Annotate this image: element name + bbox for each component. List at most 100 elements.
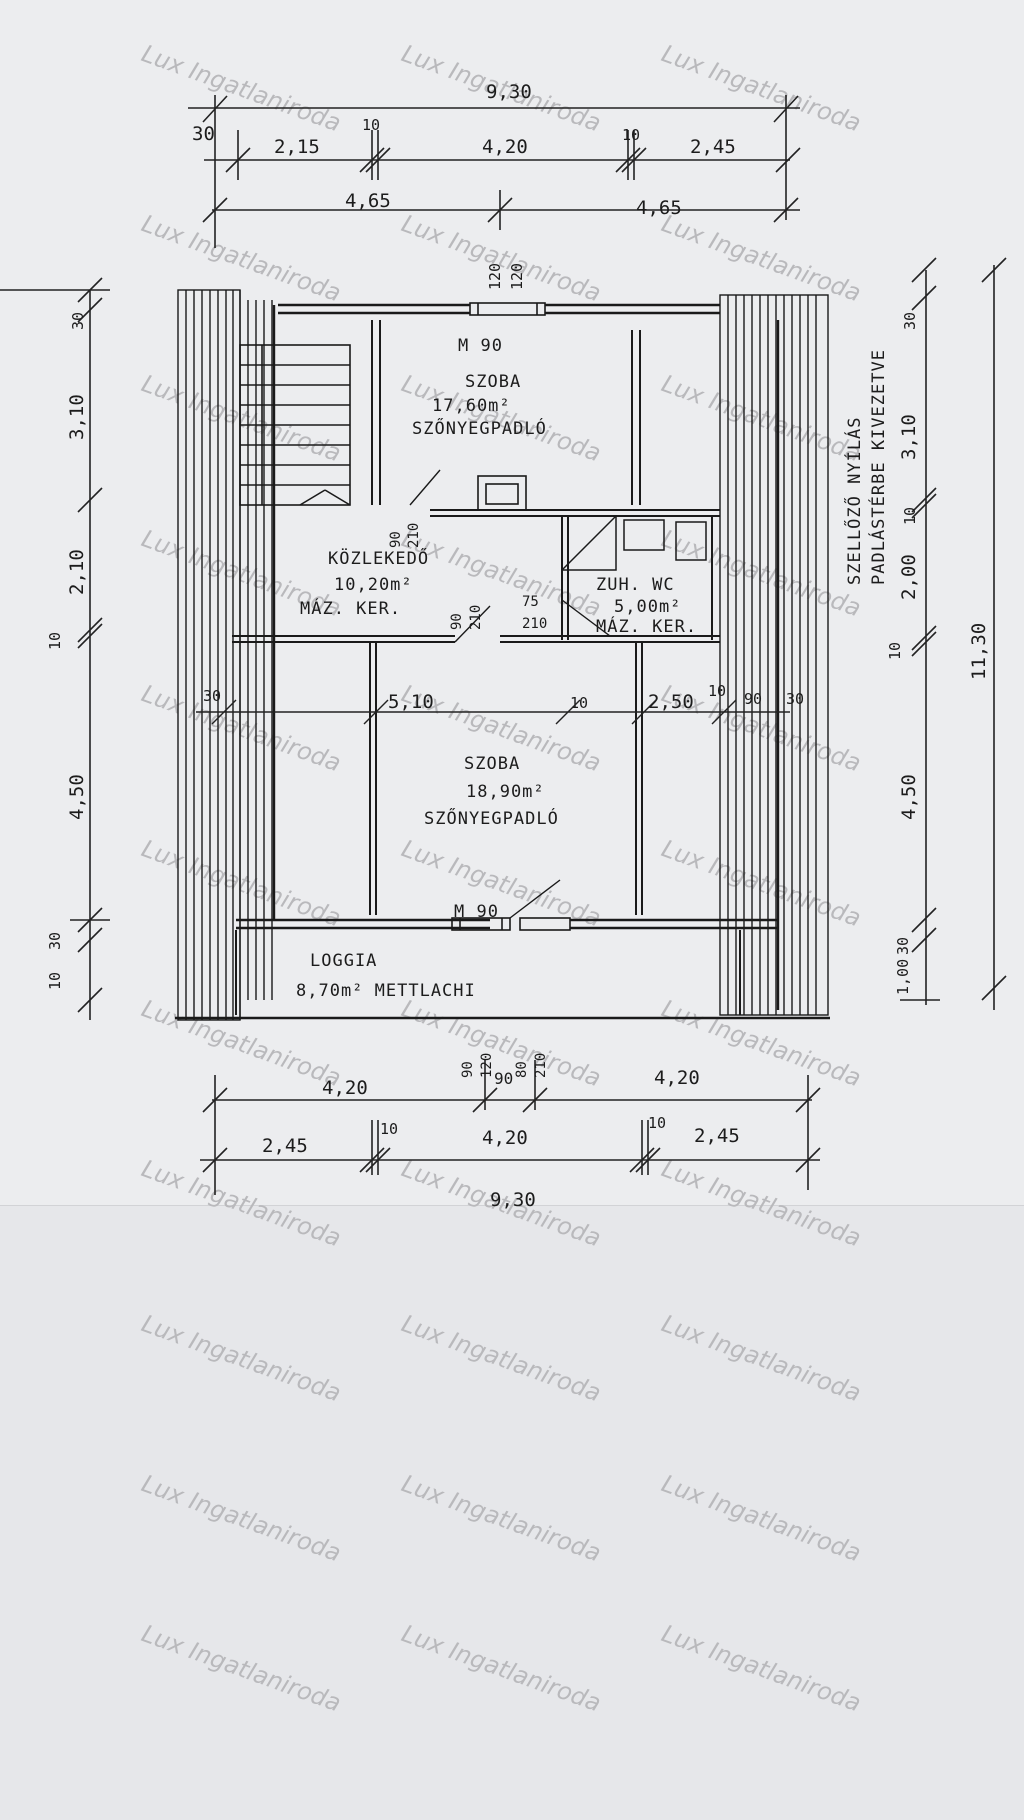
dim-left-2: 3,10 bbox=[66, 394, 88, 440]
watermark-text: Lux Ingatlaniroda bbox=[398, 1619, 605, 1717]
watermark-text: Lux Ingatlaniroda bbox=[138, 834, 345, 932]
dim-bottom-seg-1: 2,45 bbox=[262, 1135, 308, 1157]
left-dimension-line bbox=[0, 277, 110, 1020]
dim-top-segment-1: 2,15 bbox=[274, 136, 320, 158]
watermark-text: Lux Ingatlaniroda bbox=[398, 524, 605, 622]
bathroom-fixtures bbox=[561, 515, 707, 571]
dim-total-top: 9,30 bbox=[486, 81, 532, 103]
window-top-label: M 90 bbox=[458, 336, 503, 356]
dim-bottom-partition-1: 10 bbox=[380, 1120, 398, 1138]
watermark-text: Lux Ingatlaniroda bbox=[138, 994, 345, 1092]
dim-left-1: 30 bbox=[69, 312, 87, 330]
dim-inner-right-3: 30 bbox=[786, 690, 804, 708]
watermark-text: Lux Ingatlaniroda bbox=[138, 209, 345, 307]
watermark-text: Lux Ingatlaniroda bbox=[658, 209, 865, 307]
dim-door-hall-h: 210 bbox=[468, 605, 484, 630]
dim-bottom-door-2: 120 bbox=[479, 1053, 495, 1078]
dim-right-4: 2,00 bbox=[898, 554, 920, 600]
dim-top-segment-3: 2,45 bbox=[690, 136, 736, 158]
dim-left-6: 30 bbox=[46, 932, 64, 950]
watermark-text: Lux Ingatlaniroda bbox=[398, 209, 605, 307]
watermark-text: Lux Ingatlaniroda bbox=[398, 1469, 605, 1567]
dim-top-half-left: 4,65 bbox=[345, 190, 391, 212]
room-hall-area: 10,20m² bbox=[334, 575, 413, 595]
watermark-text: Lux Ingatlaniroda bbox=[658, 1469, 865, 1567]
window-bottom bbox=[451, 917, 571, 931]
room-bath-area: 5,00m² bbox=[614, 597, 681, 617]
dim-window-top-2: 120 bbox=[508, 263, 526, 290]
dim-left-5: 4,50 bbox=[66, 774, 88, 820]
dim-top-half-right: 4,65 bbox=[636, 197, 682, 219]
dim-right-total: 11,30 bbox=[968, 623, 990, 680]
dim-inner-left-wall: 30 bbox=[203, 687, 221, 705]
dim-top-partition-1: 10 bbox=[362, 116, 380, 134]
room-hall-name: KÖZLEKEDŐ bbox=[328, 547, 429, 569]
room-lower-floor: SZŐNYEGPADLÓ bbox=[424, 807, 559, 829]
room-upper-name: SZOBA bbox=[465, 372, 521, 392]
dim-bottom-door-4: 210 bbox=[533, 1053, 549, 1078]
dim-right-3: 10 bbox=[901, 507, 919, 525]
watermark-text: Lux Ingatlaniroda bbox=[658, 369, 865, 467]
top-dimensions bbox=[188, 95, 801, 248]
dim-door-upper-h: 210 bbox=[406, 523, 422, 548]
room-bath-floor: MÁZ. KER. bbox=[596, 615, 697, 637]
dim-window-top-1: 120 bbox=[486, 263, 504, 290]
dim-right-8: 1,00 bbox=[894, 959, 912, 995]
watermark-text: Lux Ingatlaniroda bbox=[658, 1619, 865, 1717]
door-swings bbox=[409, 469, 611, 919]
dim-inner-room-width: 5,10 bbox=[388, 691, 434, 713]
room-lower-area: 18,90m² bbox=[466, 782, 545, 802]
right-roof-hatch bbox=[719, 294, 829, 1016]
watermark-text: Lux Ingatlaniroda bbox=[138, 1469, 345, 1567]
dim-top-segment-2: 4,20 bbox=[482, 136, 528, 158]
dim-bottom-door-1: 90 bbox=[460, 1061, 476, 1078]
inner-dimension-line bbox=[196, 699, 790, 725]
bottom-dimension-lines bbox=[200, 1060, 821, 1195]
dim-left-3: 2,10 bbox=[66, 549, 88, 595]
dim-door-hall-w: 90 bbox=[449, 613, 465, 630]
right-dimension-lines bbox=[900, 257, 1007, 1010]
dim-right-5: 10 bbox=[886, 642, 904, 660]
watermark-text: Lux Ingatlaniroda bbox=[138, 1154, 345, 1252]
building-walls bbox=[175, 289, 830, 1021]
room-loggia-name: LOGGIA bbox=[310, 951, 377, 971]
room-hall-floor: MÁZ. KER. bbox=[300, 597, 401, 619]
watermark-text: Lux Ingatlaniroda bbox=[138, 1309, 345, 1407]
dim-door-bath-w: 75 bbox=[522, 594, 539, 610]
dim-top-wall-left: 30 bbox=[192, 123, 215, 145]
paper-fold bbox=[0, 1205, 1024, 1820]
dim-bottom-seg-2: 4,20 bbox=[482, 1127, 528, 1149]
dim-bottom-left: 4,20 bbox=[322, 1077, 368, 1099]
dim-right-6: 4,50 bbox=[898, 774, 920, 820]
watermark-text: Lux Ingatlaniroda bbox=[138, 1619, 345, 1717]
room-loggia-area-floor: 8,70m² METTLACHI bbox=[296, 981, 476, 1001]
dim-right-2: 3,10 bbox=[898, 414, 920, 460]
dim-inner-right-1: 10 bbox=[708, 682, 726, 700]
room-upper-area: 17,60m² bbox=[432, 396, 511, 416]
watermark-text: Lux Ingatlaniroda bbox=[138, 679, 345, 777]
dim-right-1: 30 bbox=[901, 312, 919, 330]
dim-door-bath-h: 210 bbox=[522, 616, 547, 632]
watermark-text: Lux Ingatlaniroda bbox=[398, 1309, 605, 1407]
watermark-text: Lux Ingatlaniroda bbox=[658, 524, 865, 622]
dim-inner-right-2: 90 bbox=[744, 690, 762, 708]
vent-note-line-1: SZELLŐZŐ NYÍLÁS bbox=[843, 416, 865, 585]
room-bath-name: ZUH. WC bbox=[596, 575, 675, 595]
window-top bbox=[469, 302, 546, 316]
watermark-text: Lux Ingatlaniroda bbox=[658, 1154, 865, 1252]
dim-bottom-right: 4,20 bbox=[654, 1067, 700, 1089]
chimney bbox=[477, 475, 527, 511]
dim-left-7: 10 bbox=[46, 972, 64, 990]
vent-note-line-2: PADLÁSTÉRBE KIVEZETVE bbox=[867, 349, 889, 585]
watermark-text: Lux Ingatlaniroda bbox=[658, 1309, 865, 1407]
watermark-text: Lux Ingatlaniroda bbox=[138, 369, 345, 467]
dim-inner-partition: 10 bbox=[570, 694, 588, 712]
watermark-text: Lux Ingatlaniroda bbox=[138, 39, 345, 137]
dim-top-partition-2: 10 bbox=[622, 126, 640, 144]
dim-bottom-door-3: 80 bbox=[514, 1061, 530, 1078]
dim-bottom-seg-3: 2,45 bbox=[694, 1125, 740, 1147]
room-lower-name: SZOBA bbox=[464, 754, 520, 774]
